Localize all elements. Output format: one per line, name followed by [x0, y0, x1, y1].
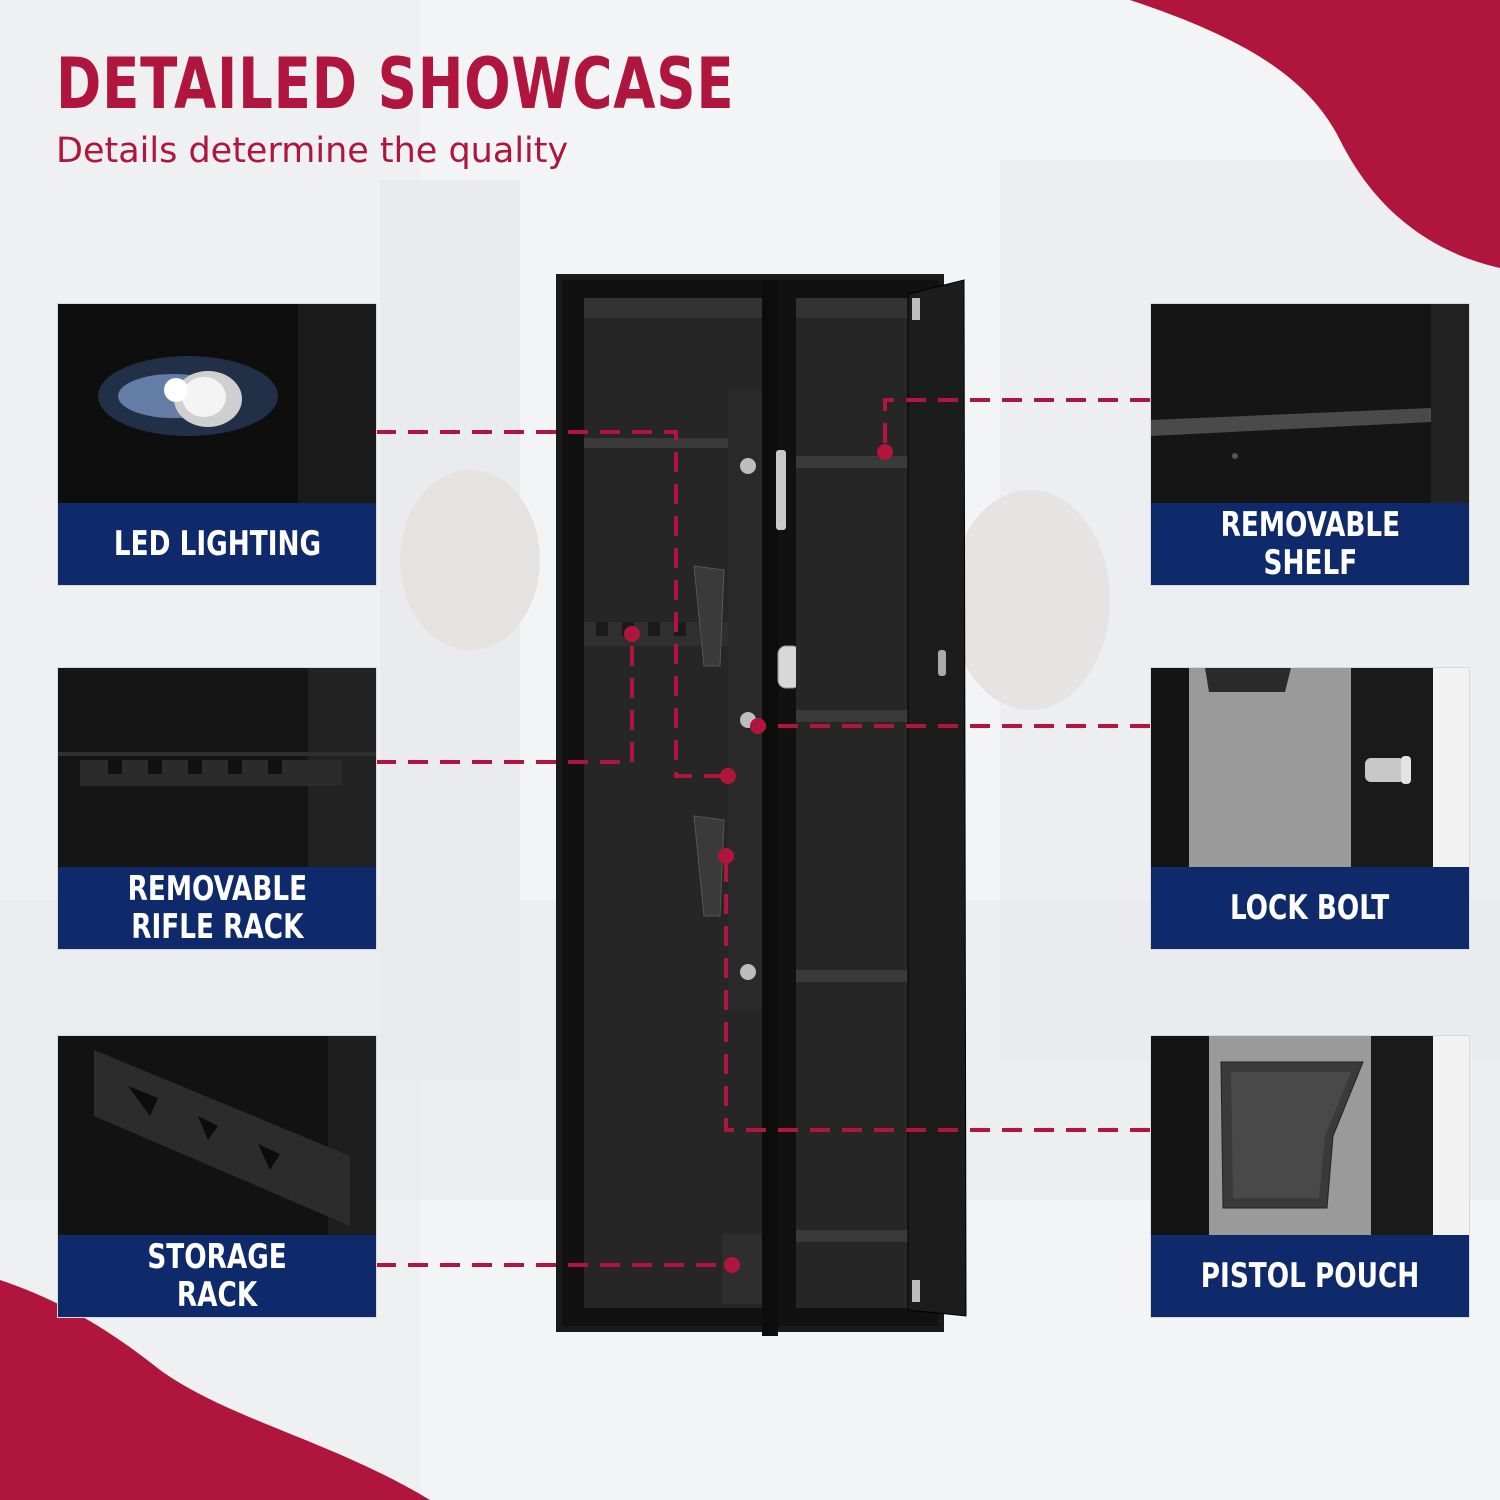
label-removable-rifle-rack: REMOVABLE RIFLE RACK [127, 869, 307, 947]
top-right-red-blob [1130, 0, 1500, 268]
caption-led-lighting: LED LIGHTING [58, 503, 376, 585]
gun-safe-cabinet [552, 270, 972, 1336]
bottom-left-red-blob [0, 1280, 430, 1500]
caption-lock-bolt: LOCK BOLT [1151, 867, 1469, 949]
pistol-pouch-photo [1151, 1036, 1469, 1317]
label-lock-bolt: LOCK BOLT [1230, 888, 1390, 928]
feature-panel-removable-shelf: REMOVABLE SHELF [1151, 304, 1469, 585]
label-pistol-pouch: PISTOL POUCH [1200, 1256, 1420, 1296]
feature-panel-led-lighting: LED LIGHTING [58, 304, 376, 585]
label-storage-rack: STORAGE RACK [147, 1237, 287, 1315]
label-removable-shelf: REMOVABLE SHELF [1220, 505, 1400, 583]
caption-storage-rack: STORAGE RACK [58, 1235, 376, 1317]
page-subtitle: Details determine the quality [56, 131, 569, 171]
feature-panel-removable-rifle-rack: REMOVABLE RIFLE RACK [58, 668, 376, 949]
feature-panel-pistol-pouch: PISTOL POUCH [1151, 1036, 1469, 1317]
page-title: DETAILED SHOWCASE [56, 43, 735, 125]
caption-pistol-pouch: PISTOL POUCH [1151, 1235, 1469, 1317]
caption-removable-shelf: REMOVABLE SHELF [1151, 503, 1469, 585]
feature-panel-lock-bolt: LOCK BOLT [1151, 668, 1469, 949]
label-led-lighting: LED LIGHTING [113, 524, 321, 564]
feature-panel-storage-rack: STORAGE RACK [58, 1036, 376, 1317]
caption-removable-rifle-rack: REMOVABLE RIFLE RACK [58, 867, 376, 949]
